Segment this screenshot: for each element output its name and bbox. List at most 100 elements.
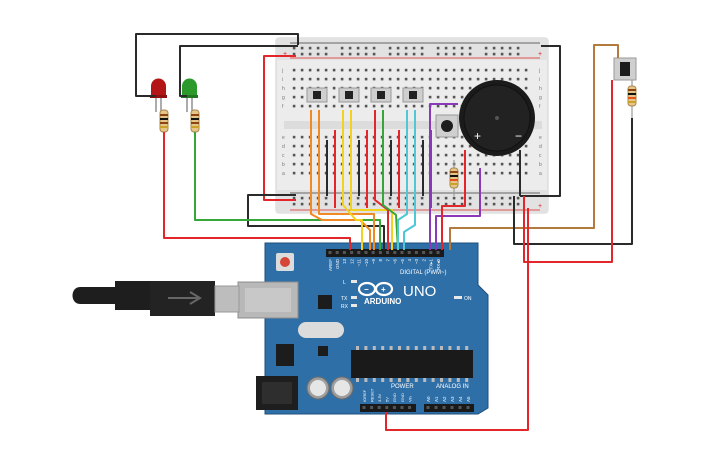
digital-pin-label: GND bbox=[335, 258, 340, 269]
power-pin-socket[interactable] bbox=[377, 406, 381, 409]
red-led-bulb bbox=[151, 78, 166, 97]
digital-pin-label: 12 bbox=[349, 259, 354, 265]
led-resistors bbox=[159, 109, 200, 133]
digital-pin-label: ~6 bbox=[393, 259, 398, 265]
power-pin-socket[interactable] bbox=[370, 406, 374, 409]
atmega-chip bbox=[351, 350, 473, 378]
red-led bbox=[150, 78, 167, 112]
analog-header bbox=[424, 404, 474, 412]
power-pin-socket[interactable] bbox=[400, 406, 404, 409]
analog-pin-socket[interactable] bbox=[450, 406, 454, 409]
power-pin-socket[interactable] bbox=[362, 406, 366, 409]
row-letter: c bbox=[539, 153, 542, 159]
arduino-brand: ARDUINO bbox=[364, 297, 401, 306]
arduino-model: UNO bbox=[403, 283, 436, 300]
row-letter: h bbox=[539, 86, 542, 92]
wire-red-rail-left bbox=[263, 55, 296, 201]
digital-pin-label: ~5 bbox=[400, 259, 405, 265]
analog-pin-socket[interactable] bbox=[426, 406, 430, 409]
digital-pin-socket[interactable] bbox=[429, 251, 433, 254]
analog-pin-label: A2 bbox=[442, 396, 447, 402]
row-letter: h bbox=[282, 86, 285, 92]
digital-pin-socket[interactable] bbox=[407, 251, 411, 254]
power-pin-socket[interactable] bbox=[392, 406, 396, 409]
wire-orange-button1 bbox=[310, 110, 371, 250]
digital-pin-socket[interactable] bbox=[335, 251, 339, 254]
digital-pin-label: ~10 bbox=[364, 259, 369, 267]
analog-pin-socket[interactable] bbox=[442, 406, 446, 409]
power-pin-label: 3.3V bbox=[377, 393, 382, 402]
rail-plus-label-bottom: + bbox=[538, 203, 542, 210]
row-letter: c bbox=[282, 153, 285, 159]
usb-chip bbox=[318, 295, 332, 309]
row-letter: f bbox=[539, 104, 541, 110]
wire-black-external-resistor bbox=[513, 118, 633, 245]
crystal-oscillator bbox=[298, 322, 344, 338]
wire-purple-buzzer bbox=[429, 103, 458, 250]
digital-pin-socket[interactable] bbox=[350, 251, 354, 254]
rx-label: RX bbox=[341, 304, 349, 310]
row-letter: a bbox=[539, 171, 542, 177]
power-pin-socket[interactable] bbox=[385, 406, 389, 409]
digital-pin-socket[interactable] bbox=[328, 251, 332, 254]
row-letter: i bbox=[539, 77, 540, 83]
wire-yellow-button2 bbox=[342, 110, 363, 250]
l-led bbox=[351, 280, 357, 283]
external-pushbutton bbox=[613, 57, 637, 118]
digital-pin-socket[interactable] bbox=[342, 251, 346, 254]
arduino-logo: − + bbox=[357, 281, 394, 297]
digital-pin-socket[interactable] bbox=[414, 251, 418, 254]
digital-pin-socket[interactable] bbox=[393, 251, 397, 254]
rail-plus-label-right: + bbox=[538, 51, 542, 58]
row-letter: g bbox=[539, 95, 542, 101]
digital-pin-socket[interactable] bbox=[386, 251, 390, 254]
wires bbox=[135, 33, 633, 431]
digital-pin-socket[interactable] bbox=[378, 251, 382, 254]
l-label: L bbox=[343, 280, 346, 286]
digital-pin-socket[interactable] bbox=[364, 251, 368, 254]
wire-black-green-led bbox=[179, 45, 298, 97]
wire-red-button3 bbox=[374, 110, 389, 250]
analog-pin-socket[interactable] bbox=[458, 406, 462, 409]
row-letter: g bbox=[282, 95, 285, 101]
power-pin-label: GND bbox=[400, 393, 405, 402]
bottom-power-rail bbox=[276, 190, 548, 213]
pushbutton-5-cap bbox=[441, 120, 453, 132]
power-pin-label: 5V bbox=[385, 397, 390, 402]
analog-pin-socket[interactable] bbox=[434, 406, 438, 409]
digital-pin-socket[interactable] bbox=[371, 251, 375, 254]
digital-header bbox=[326, 249, 444, 257]
digital-pin-socket[interactable] bbox=[357, 251, 361, 254]
analog-pin-socket[interactable] bbox=[466, 406, 470, 409]
analog-label: ANALOG IN bbox=[436, 384, 469, 390]
digital-pin-label: TX▸1 bbox=[429, 259, 434, 270]
row-letter: a bbox=[282, 171, 285, 177]
usb-cable bbox=[72, 281, 240, 316]
buzzer-minus-label: − bbox=[515, 129, 522, 143]
top-power-rail bbox=[276, 38, 548, 60]
wire-cyan-button4 bbox=[397, 110, 408, 250]
digital-pin-socket[interactable] bbox=[436, 251, 440, 254]
analog-pin-label: A0 bbox=[426, 396, 431, 402]
power-pin-socket[interactable] bbox=[408, 406, 412, 409]
wire-green-led-signal bbox=[194, 132, 381, 250]
digital-pin-label: 7 bbox=[385, 259, 390, 262]
row-letter: e bbox=[282, 135, 285, 141]
digital-pwm-label: DIGITAL (PWM~) bbox=[400, 270, 447, 276]
power-pin-label: RESET bbox=[369, 388, 374, 402]
usb-plug-metal bbox=[214, 285, 240, 313]
wire-yellow-button2b bbox=[350, 110, 393, 250]
power-label: POWER bbox=[391, 384, 414, 390]
pushbutton-2-cap bbox=[345, 91, 353, 99]
buzzer-hole bbox=[495, 116, 499, 120]
reset-button-cap bbox=[280, 257, 290, 267]
pushbutton-4-cap bbox=[409, 91, 417, 99]
digital-pin-socket[interactable] bbox=[422, 251, 426, 254]
digital-pin-socket[interactable] bbox=[400, 251, 404, 254]
row-letter: b bbox=[282, 162, 285, 168]
wire-red-external-button bbox=[523, 80, 613, 263]
